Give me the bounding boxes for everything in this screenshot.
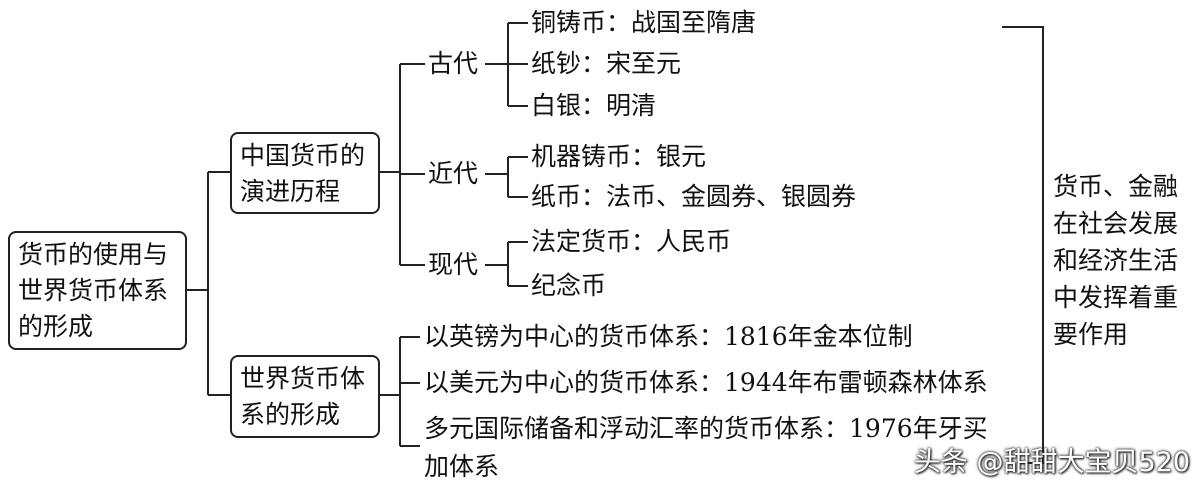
branch-china-line: 演进历程 — [240, 177, 341, 206]
root-line: 的形成 — [18, 312, 94, 341]
root-line: 世界货币体系 — [18, 276, 169, 305]
ancient-item: 白银：明清 — [531, 91, 657, 120]
connector-modern — [485, 156, 528, 198]
world-item: 以美元为中心的货币体系：1944年布雷顿森林体系 — [424, 368, 988, 397]
modern-item: 纸币：法币、金圆券、银圆券 — [531, 182, 857, 211]
conclusion-line: 和经济生活 — [1053, 246, 1179, 275]
connector-contemporary — [485, 241, 528, 287]
branch-world-node: 世界货币体 系的形成 — [230, 355, 380, 438]
world-item: 多元国际储备和浮动汇率的货币体系：1976年牙买 — [424, 414, 988, 443]
conclusion-line: 要作用 — [1053, 320, 1129, 349]
branch-world-line: 世界货币体 — [240, 364, 366, 393]
period-ancient-label: 古代 — [428, 49, 479, 78]
branch-world-line: 系的形成 — [240, 400, 341, 429]
root-line: 货币的使用与 — [18, 240, 169, 269]
connector-china — [380, 63, 425, 266]
period-modern-label: 近代 — [428, 159, 479, 188]
connector-root — [187, 171, 230, 396]
ancient-item: 铜铸币：战国至隋唐 — [531, 8, 757, 37]
conclusion-line: 货币、金融 — [1053, 172, 1179, 201]
modern-item: 机器铸币：银元 — [531, 142, 707, 171]
contemporary-item: 纪念币 — [531, 271, 607, 300]
contemporary-item: 法定货币：人民币 — [531, 227, 732, 256]
conclusion-line: 在社会发展 — [1053, 209, 1179, 238]
period-contemporary-label: 现代 — [428, 250, 479, 279]
ancient-item: 纸钞：宋至元 — [531, 49, 682, 78]
connector-world — [380, 336, 420, 447]
conclusion-line: 中发挥着重 — [1053, 283, 1179, 312]
branch-china-node: 中国货币的 演进历程 — [230, 132, 380, 214]
conclusion-text: 货币、金融 在社会发展 和经济生活 中发挥着重 要作用 — [1053, 168, 1178, 353]
connector-ancient — [485, 22, 528, 107]
branch-china-line: 中国货币的 — [240, 141, 366, 170]
world-item-continued: 加体系 — [424, 452, 500, 481]
bracket-right — [1002, 26, 1044, 464]
watermark: 头条 @甜甜大宝贝520 — [913, 447, 1190, 478]
root-node: 货币的使用与 世界货币体系 的形成 — [8, 231, 187, 350]
world-item: 以英镑为中心的货币体系：1816年金本位制 — [424, 322, 913, 351]
